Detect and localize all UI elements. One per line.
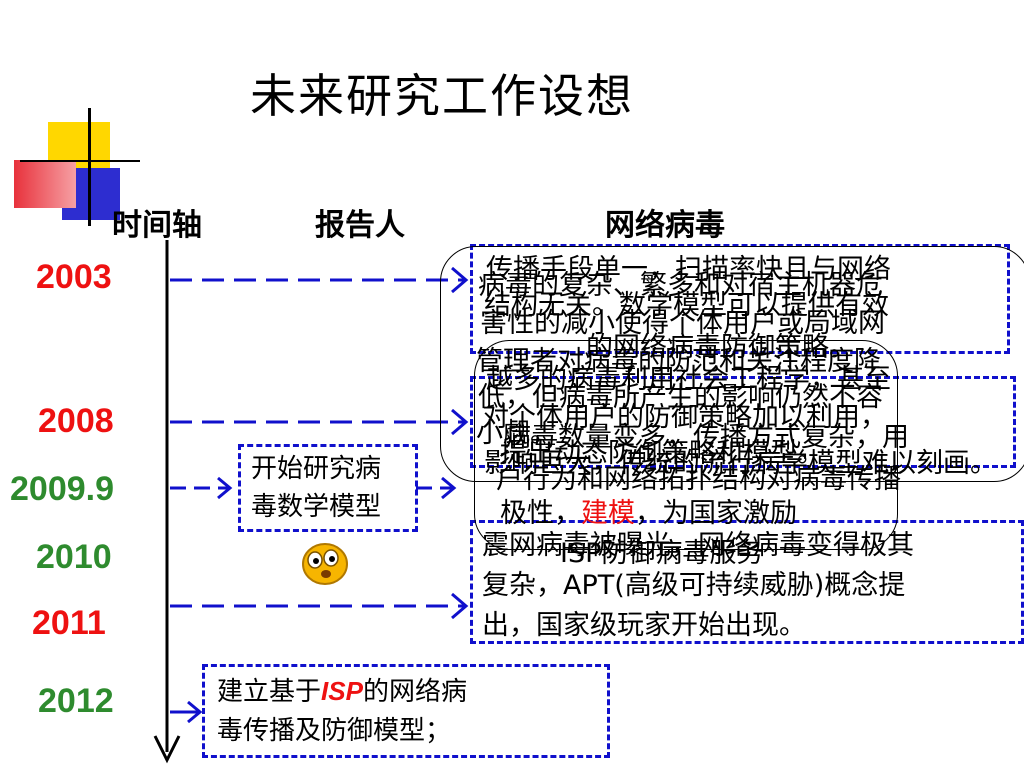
virus-text-b2: 害性的减小使得个体用户或局域网 <box>480 308 885 339</box>
virus-text-c2: 对个体用户的防御策略加以利用， <box>482 402 887 433</box>
virus-text-b3: 管理者对病毒的防范和关注程度降 <box>476 346 881 377</box>
virus-text-f1: 震网病毒被曝光，网络病毒变得极其 <box>482 530 914 561</box>
virus-text-e2: ISP防御病毒服务 <box>560 538 764 569</box>
header-virus: 网络病毒 <box>605 208 725 243</box>
year-2003: 2003 <box>36 258 112 296</box>
e1-pre: 极性， <box>500 498 581 529</box>
virus-box-2011 <box>470 520 1024 644</box>
e1-post: ，为国家激励 <box>635 498 797 529</box>
virus-text-a2: 结构无关。数学模型可以提供有效 <box>484 290 889 321</box>
decor-horizontal-line <box>20 160 140 162</box>
isp-model-line1: 建立基于ISP的网络病 <box>217 671 467 712</box>
header-timeline: 时间轴 <box>112 208 202 243</box>
year-2010: 2010 <box>36 538 112 576</box>
reporter-box-isp-model: 建立基于ISP的网络病 毒传播及防御模型； <box>202 664 610 758</box>
virus-text-b4: 低，但病毒所产生的影响仍然不容 <box>478 382 883 413</box>
virus-text-d3: 影响巨大，传统的流行病学模型难以刻画。 <box>484 448 997 479</box>
decor-red-square <box>14 160 76 208</box>
virus-box-2003 <box>470 244 1010 354</box>
virus-text-f3: 出，国家级玩家开始出现。 <box>482 610 806 641</box>
rounded-callout-inner <box>474 340 898 550</box>
page-title: 未来研究工作设想 <box>250 69 634 123</box>
virus-text-d2: 户行为和网络拓扑结构对病毒传播 <box>496 464 901 495</box>
virus-text-b1: 病毒的复杂、繁多和对宿主机器危 <box>478 270 883 301</box>
virus-text-c1: 越多的病毒利用社会工程学，甚至 <box>486 364 891 395</box>
isp-line1-pre: 建立基于 <box>217 677 322 707</box>
virus-text-a3: 的网络病毒防御策略。 <box>586 332 856 363</box>
virus-text-a1: 传播手段单一，扫描率快且与网络 <box>486 254 891 285</box>
year-2011: 2011 <box>32 604 106 642</box>
virus-text-f2: 复杂，APT(高级可持续威胁)概念提 <box>482 570 906 601</box>
reporter-box-start-model: 开始研究病 毒数学模型 <box>238 444 418 532</box>
surprised-face-icon <box>302 543 348 585</box>
virus-text-c3: 提出动态防御策略和模型。 <box>500 438 824 469</box>
virus-box-2008 <box>470 376 1016 468</box>
decor-vertical-line <box>88 108 91 226</box>
start-model-line2: 毒数学模型 <box>251 492 382 522</box>
isp-line1-isp: ISP <box>321 676 363 706</box>
virus-text-b5: 小觑。 <box>476 418 557 449</box>
start-model-line1: 开始研究病 <box>251 454 382 484</box>
isp-line1-post: 的网络病 <box>362 677 467 707</box>
year-2009-9: 2009.9 <box>10 470 114 508</box>
virus-text-e1: 极性，建模，为国家激励 <box>500 494 797 534</box>
e1-highlight-modeling: 建模 <box>581 498 635 529</box>
virus-text-d1: 病毒数量变多，传播方式复杂，用 <box>504 422 909 453</box>
year-2008: 2008 <box>38 402 114 440</box>
isp-model-line2: 毒传播及防御模型； <box>217 716 452 746</box>
rounded-callout-main <box>440 246 1024 482</box>
header-reporter: 报告人 <box>315 208 405 243</box>
year-2012: 2012 <box>38 682 114 720</box>
